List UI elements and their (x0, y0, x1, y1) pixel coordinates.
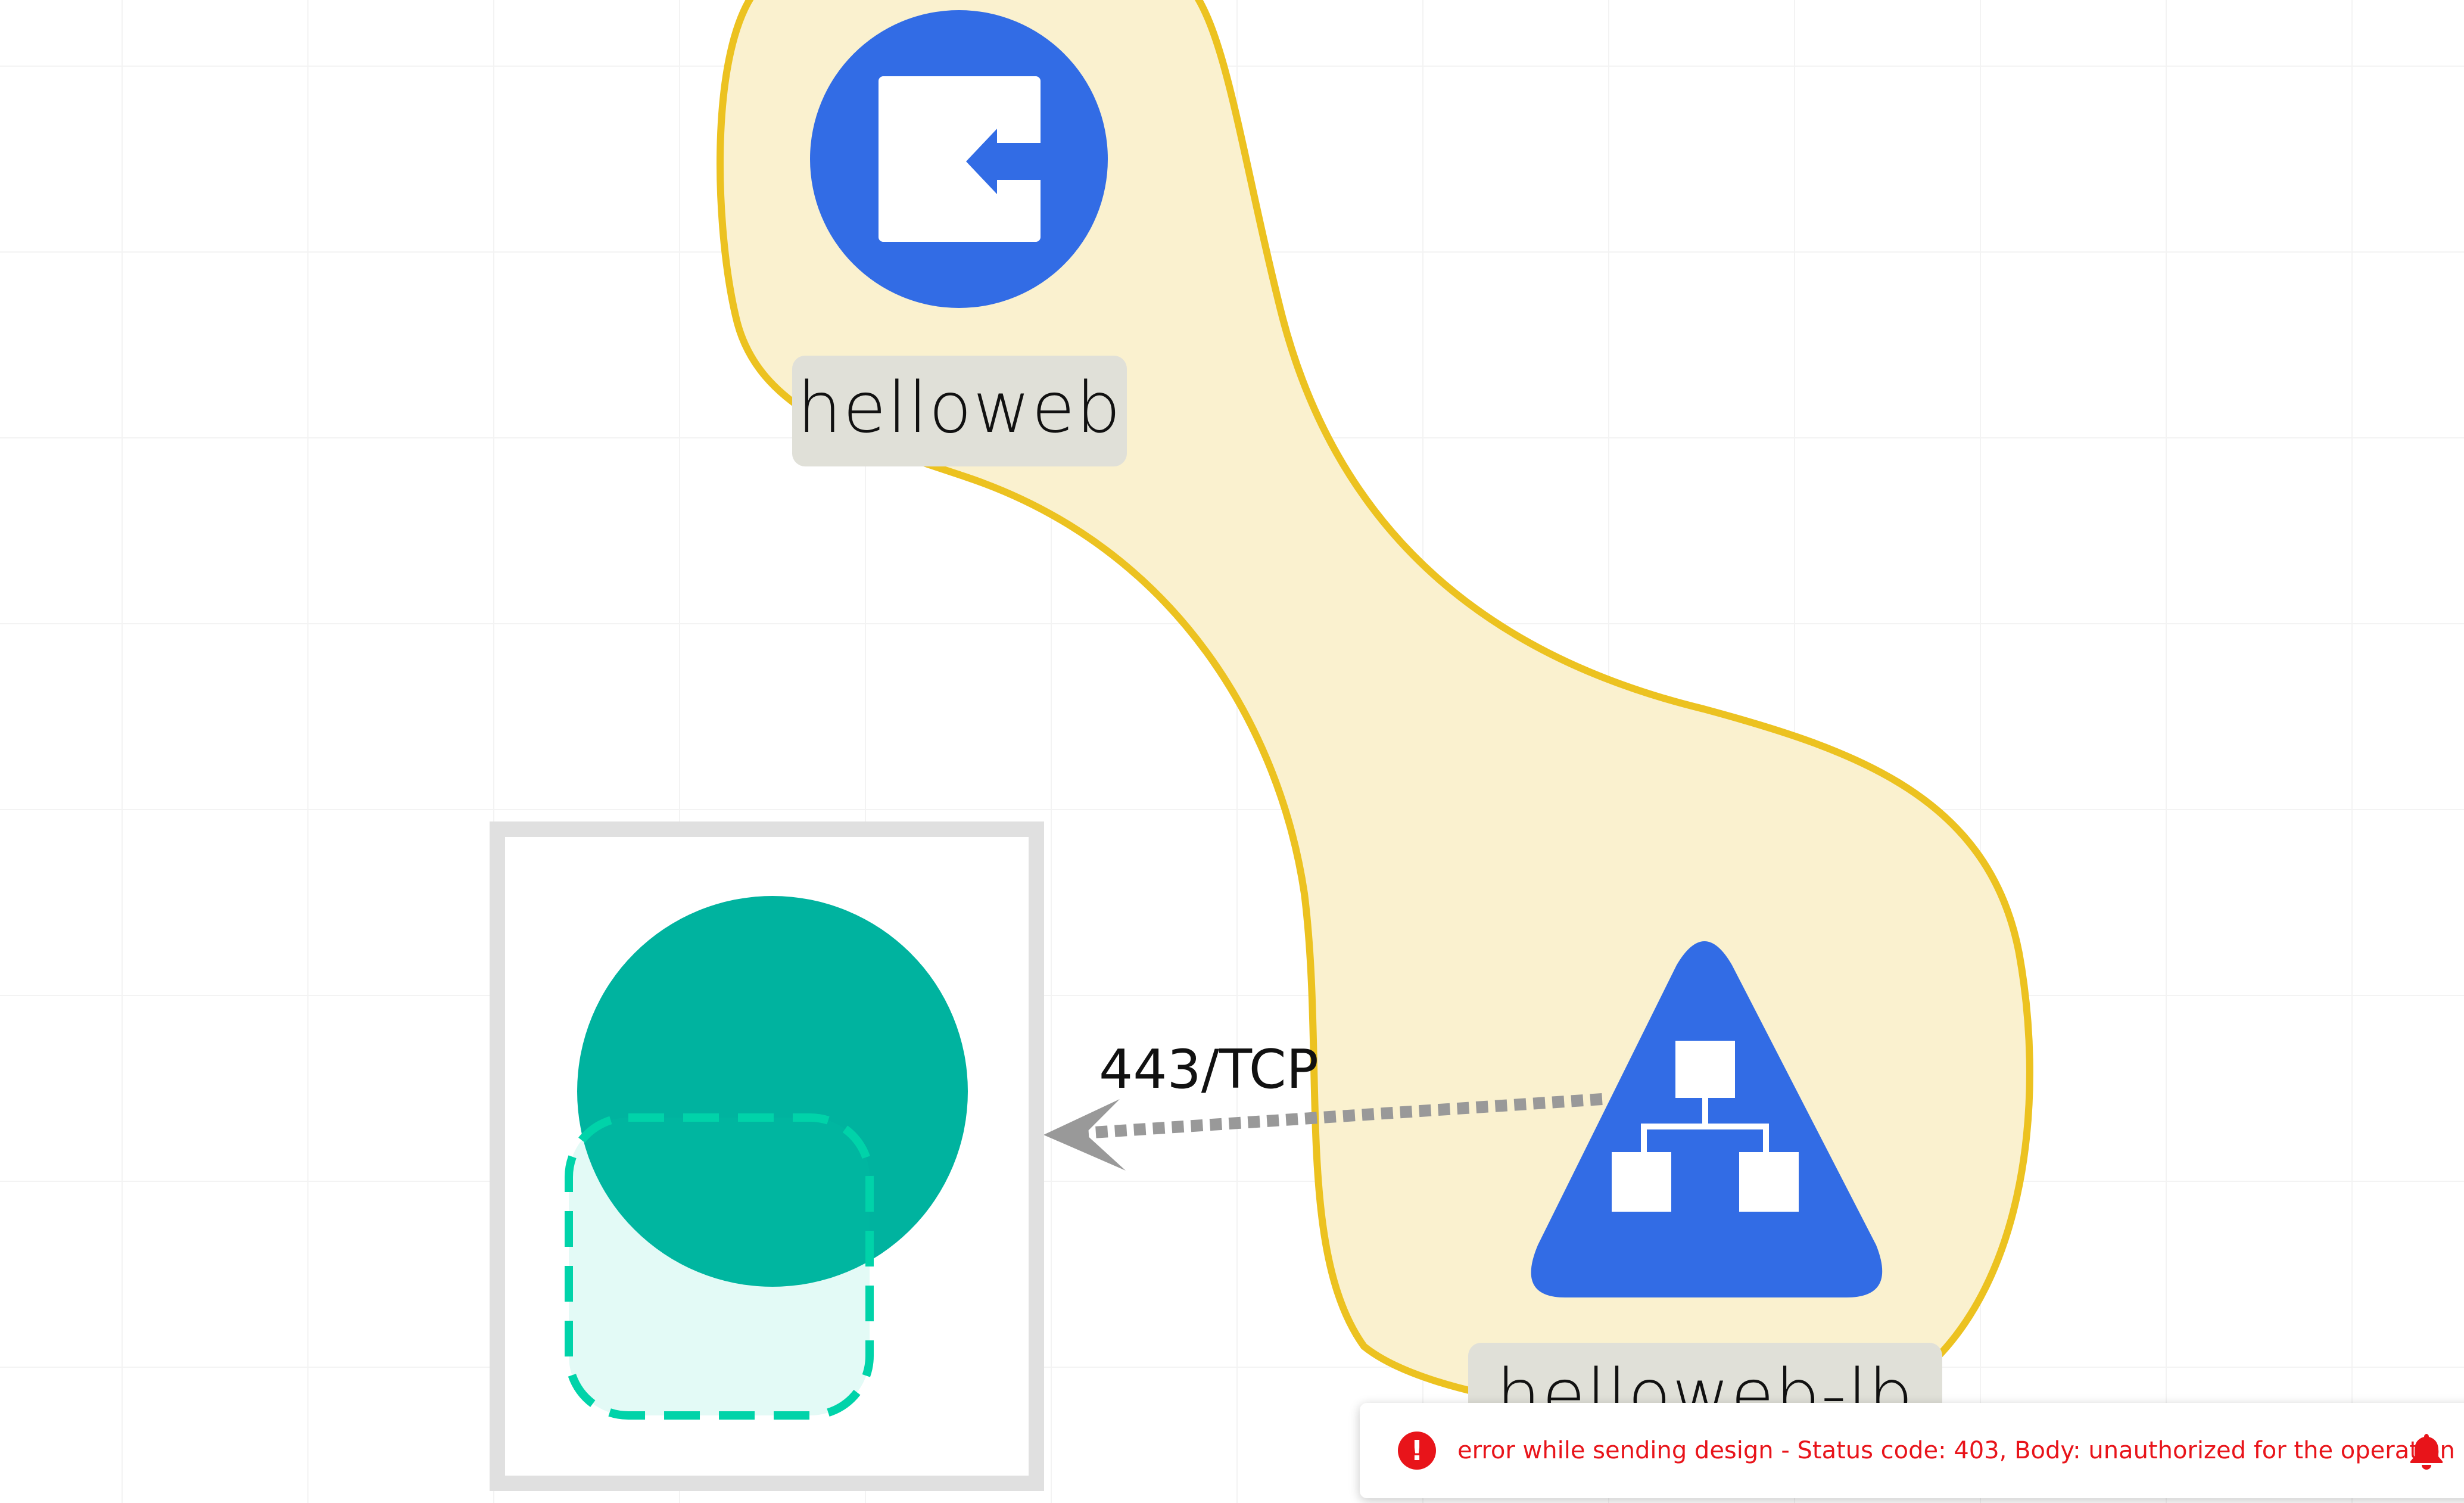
arrow-head-icon (1043, 1099, 1126, 1171)
ingress-icon (879, 76, 1046, 242)
notification-message: error while sending design - Status code… (1457, 1437, 2455, 1464)
bell-icon[interactable] (2408, 1432, 2445, 1470)
error-notification: ! error while sending design - Status co… (1360, 1403, 2464, 1498)
node-label-helloweb: helloweb (797, 366, 1122, 449)
edge-443-tcp[interactable]: 443/TCP (1043, 1038, 1603, 1171)
node-helloweb[interactable]: helloweb (792, 10, 1127, 466)
edge-label: 443/TCP (1099, 1038, 1319, 1101)
dashed-placeholder-box[interactable] (565, 1113, 874, 1420)
node-pending[interactable] (490, 821, 1044, 1491)
edge-line[interactable] (1083, 1093, 1603, 1139)
node-label-box (792, 356, 1127, 466)
error-icon: ! (1398, 1432, 1436, 1470)
load-balancer-icon (1612, 1041, 1799, 1212)
